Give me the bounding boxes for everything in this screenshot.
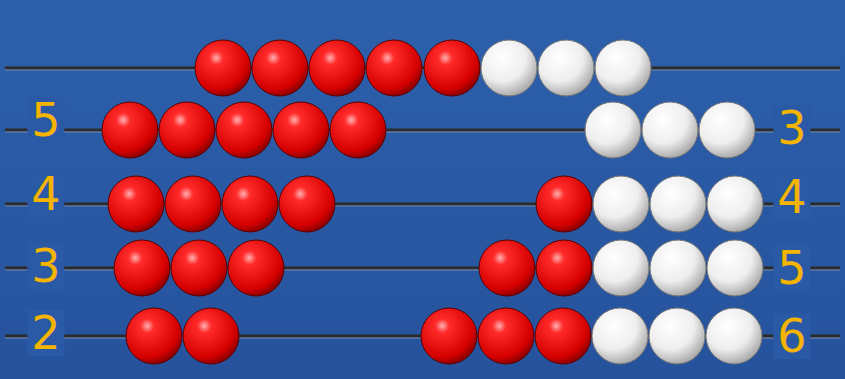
red-bead [222, 176, 278, 232]
red-bead [279, 176, 335, 232]
red-bead [330, 102, 386, 158]
count-label: 4 [27, 171, 64, 217]
red-bead [159, 102, 215, 158]
red-bead [535, 308, 591, 364]
red-bead [421, 308, 477, 364]
white-bead [595, 40, 651, 96]
red-beads [102, 40, 592, 364]
white-bead [593, 176, 649, 232]
red-bead [126, 308, 182, 364]
red-bead [309, 40, 365, 96]
white-bead [706, 308, 762, 364]
count-label: 6 [773, 313, 810, 359]
rod-highlights [5, 70, 840, 338]
red-bead [171, 240, 227, 296]
white-bead [649, 308, 705, 364]
white-bead [593, 240, 649, 296]
white-beads [481, 40, 763, 364]
red-bead [195, 40, 251, 96]
white-bead [707, 240, 763, 296]
count-label: 5 [773, 245, 810, 291]
red-bead [216, 102, 272, 158]
white-bead [707, 176, 763, 232]
white-bead [592, 308, 648, 364]
count-label: 5 [27, 97, 64, 143]
count-label: 3 [27, 243, 64, 289]
red-bead [228, 240, 284, 296]
red-bead [478, 308, 534, 364]
red-bead [183, 308, 239, 364]
red-bead [108, 176, 164, 232]
red-bead [114, 240, 170, 296]
white-bead [585, 102, 641, 158]
red-bead [424, 40, 480, 96]
red-bead [252, 40, 308, 96]
white-bead [650, 240, 706, 296]
red-bead [366, 40, 422, 96]
red-bead [536, 176, 592, 232]
white-bead [481, 40, 537, 96]
red-bead [165, 176, 221, 232]
count-label: 3 [773, 105, 810, 151]
rods [5, 68, 840, 336]
white-bead [642, 102, 698, 158]
white-bead [538, 40, 594, 96]
white-bead [699, 102, 755, 158]
count-label: 4 [773, 174, 810, 220]
rod-highlight [5, 70, 840, 71]
count-label: 2 [27, 310, 64, 356]
red-bead [479, 240, 535, 296]
red-bead [273, 102, 329, 158]
red-bead [536, 240, 592, 296]
white-bead [650, 176, 706, 232]
red-bead [102, 102, 158, 158]
